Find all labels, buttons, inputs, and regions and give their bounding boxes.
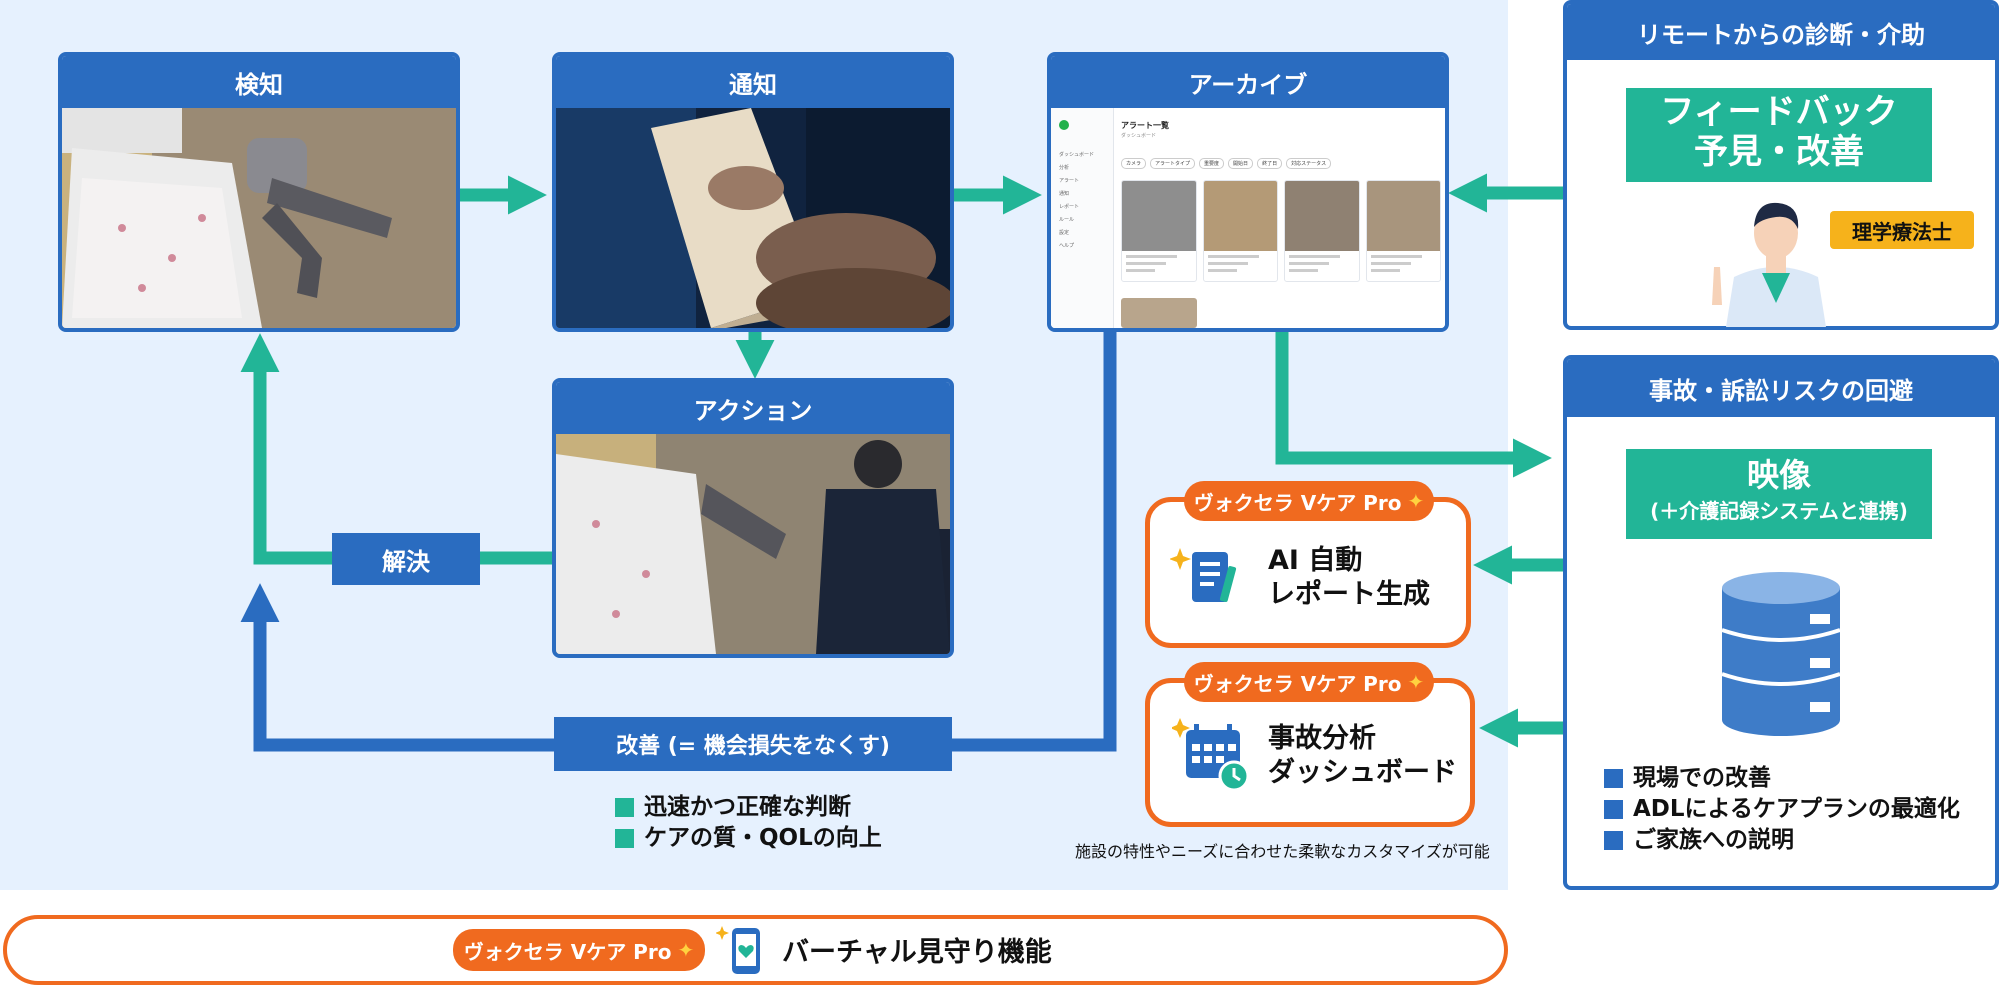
archive-sub: ダッシュボード bbox=[1121, 133, 1157, 139]
resolve-label: 解決 bbox=[332, 533, 480, 585]
archive-card: アーカイブ ダッシュボード分析アラート通知レポートルール設定ヘルプ アラート一覧… bbox=[1047, 52, 1449, 332]
archive-sidebar-item: レポート bbox=[1059, 204, 1080, 210]
remote-title: リモートからの診断・介助 bbox=[1567, 4, 1995, 60]
pro-tag: ヴォクセラ Vケア Pro✦ bbox=[1184, 481, 1434, 521]
archive-thumbnail bbox=[1121, 180, 1197, 282]
bullet-square-icon bbox=[1604, 800, 1623, 819]
therapist-avatar bbox=[1712, 202, 1826, 327]
improve-label: 改善 (= 機会損失をなくす) bbox=[554, 717, 952, 771]
detect-title: 検知 bbox=[62, 56, 456, 108]
archive-sidebar-item: 設定 bbox=[1059, 230, 1070, 236]
archive-filter-chip: 終了日 bbox=[1257, 158, 1283, 169]
risk-item: ADLによるケアプランの最適化 bbox=[1604, 794, 1960, 825]
sparkle-icon: ✦ bbox=[677, 938, 695, 962]
archive-sidebar-item: アラート bbox=[1059, 178, 1080, 184]
calendar-clock-icon bbox=[1172, 718, 1250, 792]
archive-filter-chip: アラートタイプ bbox=[1150, 158, 1196, 169]
video-box: 映像 (＋介護記録システムと連携) bbox=[1626, 449, 1932, 539]
archive-avatar bbox=[1059, 120, 1069, 130]
role-badge: 理学療法士 bbox=[1830, 211, 1974, 249]
phone-heart-icon bbox=[716, 926, 760, 974]
archive-screen: ダッシュボード分析アラート通知レポートルール設定ヘルプ アラート一覧 ダッシュボ… bbox=[1051, 108, 1445, 328]
archive-thumb-partial bbox=[1121, 298, 1197, 328]
bullet-square-icon bbox=[615, 798, 634, 817]
archive-sidebar-item: 分析 bbox=[1059, 165, 1070, 171]
detect-photo bbox=[62, 108, 456, 328]
archive-page-title: アラート一覧 bbox=[1121, 121, 1169, 130]
action-card: アクション bbox=[552, 378, 954, 658]
ai-report-icon bbox=[1170, 548, 1237, 602]
archive-thumbnail bbox=[1365, 180, 1441, 282]
risk-title: 事故・訴訟リスクの回避 bbox=[1567, 359, 1995, 417]
risk-list: 現場での改善 ADLによるケアプランの最適化 ご家族への説明 bbox=[1604, 763, 1960, 856]
bullet-square-icon bbox=[615, 829, 634, 848]
ai-report-text: AI 自動 レポート生成 bbox=[1268, 545, 1430, 610]
ai-report-box bbox=[1145, 497, 1471, 648]
detect-card: 検知 bbox=[58, 52, 460, 332]
archive-thumbnail bbox=[1284, 180, 1360, 282]
pro-tag: ヴォクセラ Vケア Pro✦ bbox=[1184, 662, 1434, 702]
pro-tag: ヴォクセラ Vケア Pro✦ bbox=[453, 929, 705, 971]
bullet-square-icon bbox=[1604, 769, 1623, 788]
archive-filters: カメラアラートタイプ重要度開始日終了日対応ステータス bbox=[1121, 158, 1332, 169]
archive-filter-chip: 重要度 bbox=[1199, 158, 1225, 169]
outcome-item: 迅速かつ正確な判断 bbox=[615, 792, 882, 823]
notify-photo bbox=[556, 108, 950, 328]
bullet-square-icon bbox=[1604, 831, 1623, 850]
sparkle-icon: ✦ bbox=[1407, 489, 1425, 513]
outcomes-list: 迅速かつ正確な判断 ケアの質・QOLの向上 bbox=[615, 792, 882, 854]
outcome-item: ケアの質・QOLの向上 bbox=[615, 823, 882, 854]
notify-card: 通知 bbox=[552, 52, 954, 332]
archive-filter-chip: 対応ステータス bbox=[1286, 158, 1332, 169]
archive-sidebar: ダッシュボード分析アラート通知レポートルール設定ヘルプ bbox=[1051, 108, 1114, 328]
feedback-box: フィードバック 予見・改善 bbox=[1626, 88, 1932, 182]
database-icon bbox=[1721, 572, 1841, 736]
risk-item: ご家族への説明 bbox=[1604, 825, 1960, 856]
custom-note: 施設の特性やニーズに合わせた柔軟なカスタマイズが可能 bbox=[1075, 842, 1490, 861]
archive-sidebar-item: ルール bbox=[1059, 217, 1075, 223]
archive-filter-chip: カメラ bbox=[1121, 158, 1147, 169]
archive-filter-chip: 開始日 bbox=[1228, 158, 1254, 169]
action-title: アクション bbox=[556, 382, 950, 434]
archive-sidebar-item: ダッシュボード bbox=[1059, 152, 1095, 158]
action-photo bbox=[556, 434, 950, 654]
archive-thumbnail bbox=[1202, 180, 1278, 282]
archive-sidebar-item: 通知 bbox=[1059, 191, 1070, 197]
dashboard-text: 事故分析 ダッシュボード bbox=[1268, 723, 1457, 788]
virtual-watch-label: バーチャル見守り機能 bbox=[782, 937, 1052, 968]
archive-thumbnails bbox=[1121, 180, 1441, 282]
risk-item: 現場での改善 bbox=[1604, 763, 1960, 794]
sparkle-icon: ✦ bbox=[1407, 670, 1425, 694]
archive-title: アーカイブ bbox=[1051, 56, 1445, 108]
archive-sidebar-item: ヘルプ bbox=[1059, 243, 1075, 249]
notify-title: 通知 bbox=[556, 56, 950, 108]
arrow-archive-risk bbox=[1275, 332, 1552, 478]
arrow-action-detect bbox=[240, 333, 555, 565]
